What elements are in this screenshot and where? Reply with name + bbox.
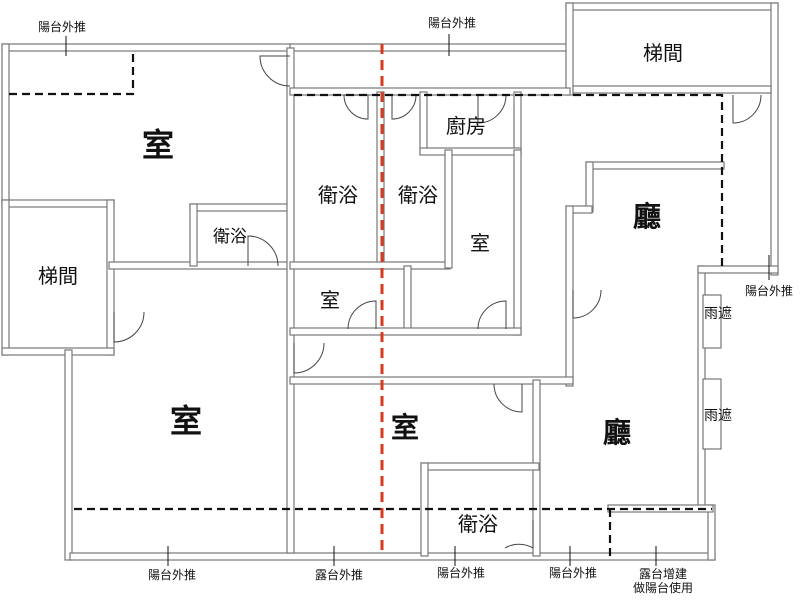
label-room-center-small: 室 <box>320 288 340 312</box>
note-balcony-bottom-right: 陽台外推 <box>549 565 597 580</box>
wall-stair-left-bottom <box>1 347 115 356</box>
doors <box>113 55 762 549</box>
label-canopy-bottom: 雨遮 <box>704 408 732 424</box>
wall-room-cr-right <box>513 149 522 336</box>
label-canopy-top: 雨遮 <box>704 306 732 322</box>
wall-bath-small-top <box>189 203 291 212</box>
door-room-cr <box>477 300 507 330</box>
note-terrace-extension-1: 露台增建 <box>639 566 687 581</box>
wall-stair-tr-bottom <box>572 85 772 94</box>
dashed-lines <box>9 51 724 556</box>
door-tl <box>259 55 291 87</box>
walls <box>1 2 779 561</box>
door-room-cs <box>347 300 377 330</box>
wall-room-cs-right <box>403 265 412 335</box>
wall-stair-tr-right <box>770 2 779 276</box>
wall-hall-top <box>585 161 725 170</box>
dash-tr-right <box>573 93 724 266</box>
wall-room-tl-bottom <box>108 261 295 270</box>
wall-left-lower <box>64 349 73 561</box>
canopy-top-frame <box>702 294 722 349</box>
wall-hall-step-v <box>585 161 594 213</box>
label-kitchen: 廚房 <box>446 114 486 138</box>
note-terrace-bottom: 露台外推 <box>315 567 363 582</box>
wall-stair-tr-top <box>565 2 779 11</box>
note-balcony-top-center: 陽台外推 <box>428 15 476 30</box>
wall-corridor-bottom <box>289 376 574 385</box>
wall-top-center <box>289 43 571 52</box>
wall-row-bottom <box>289 327 522 336</box>
door-stair-left <box>113 311 145 343</box>
leader-lines <box>65 34 770 566</box>
wall-kitchen-right <box>513 91 522 155</box>
dash-top-left <box>9 51 135 96</box>
door-left-corridor <box>293 342 325 374</box>
label-hall-bottom: 廳 <box>603 416 631 449</box>
wall-room-cr-left <box>444 149 453 269</box>
door-bath-cr <box>391 94 417 120</box>
label-hall-top: 廳 <box>633 200 661 233</box>
wall-bottom-end <box>707 504 716 561</box>
door-bath-cl <box>343 94 369 120</box>
note-balcony-right: 陽台外推 <box>745 283 793 298</box>
wall-center-v <box>286 47 295 554</box>
wall-stair-left-right <box>106 199 115 356</box>
wall-hall-left <box>565 205 574 387</box>
door-kitchen <box>477 94 507 124</box>
wall-bath-bottom <box>289 261 451 270</box>
wall-hall-right-cap <box>697 265 779 274</box>
door-room-cb <box>493 383 523 413</box>
wall-top-left <box>1 43 293 52</box>
wall-stair-left-top <box>1 199 115 208</box>
door-bath-bottom <box>504 520 534 549</box>
wall-left-top <box>1 43 10 205</box>
door-hall <box>572 289 602 319</box>
label-room-center-bottom: 室 <box>391 411 419 444</box>
door-bath-small <box>247 235 279 267</box>
note-terrace-extension-2: 做陽台使用 <box>633 580 693 595</box>
wall-stair-left-left <box>1 199 10 356</box>
canopy-bottom-frame <box>702 378 722 450</box>
wall-stair-tr-left <box>565 2 574 96</box>
wall-bottom <box>69 552 716 561</box>
note-balcony-bottom-center: 陽台外推 <box>437 565 485 580</box>
note-balcony-bottom-left: 陽台外推 <box>148 567 196 582</box>
label-bath-small: 衛浴 <box>213 227 247 247</box>
label-room-top-left: 室 <box>142 126 174 164</box>
label-bath-center-left: 衛浴 <box>318 183 358 207</box>
wall-kitchen-left <box>419 91 428 155</box>
label-stair-left: 梯間 <box>38 264 78 288</box>
label-room-left-big: 室 <box>170 402 202 440</box>
label-bath-center-right: 衛浴 <box>398 183 438 207</box>
wall-kitchen-bottom <box>419 147 522 156</box>
note-balcony-top-left: 陽台外推 <box>38 19 86 34</box>
wall-bath-bottom-top <box>420 462 540 471</box>
label-bath-bottom: 衛浴 <box>458 512 498 536</box>
label-stair-top-right: 梯間 <box>643 41 683 65</box>
wall-bath-small-left <box>189 203 198 267</box>
label-room-center-right: 室 <box>470 231 490 255</box>
door-stair-tr <box>732 94 762 124</box>
